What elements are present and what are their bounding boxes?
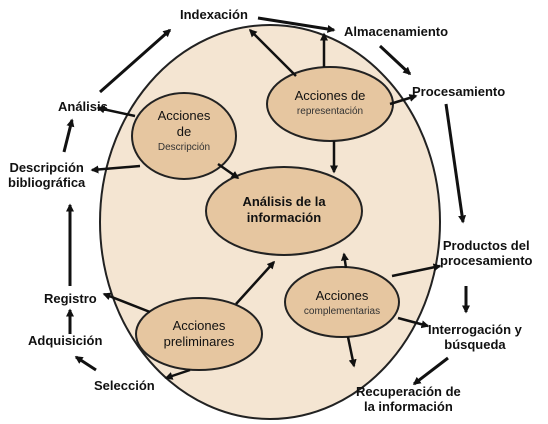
ellipse-acciones-preliminares xyxy=(135,297,263,371)
arrow-complementarias-to-productos xyxy=(391,263,442,278)
arrow-complementarias-to-center xyxy=(340,252,349,269)
label-acciones-preliminares: Acciones preliminares xyxy=(163,318,235,349)
arrow-preliminares-to-seleccion xyxy=(164,368,191,380)
arrow-indexacion-almacenamiento xyxy=(257,16,336,33)
arrow-complementarias-to-recuperacion xyxy=(346,336,357,368)
label-acciones-descripcion: Acciones de Descripción xyxy=(157,108,211,153)
arrow-descripcion-to-bibliografica xyxy=(90,164,141,174)
label-interrogacion-busqueda: Interrogación y búsqueda xyxy=(428,322,522,352)
label-adquisicion: Adquisición xyxy=(28,333,103,348)
label-analisis-informacion: Análisis de la información xyxy=(242,194,326,225)
arrow-procesamiento-productos xyxy=(444,103,467,224)
ellipse-acciones-complementarias xyxy=(284,266,400,338)
ellipse-acciones-descripcion xyxy=(131,92,237,180)
ellipse-analisis-informacion xyxy=(205,166,363,256)
arrow-descripcion-analisis xyxy=(62,118,75,153)
arrow-representacion-to-indexacion xyxy=(248,28,297,77)
arrow-interrogacion-recuperacion xyxy=(412,356,449,386)
arrow-seleccion-adquisicion xyxy=(74,355,97,372)
label-recuperacion-informacion: Recuperación de la información xyxy=(356,384,461,414)
label-registro: Registro xyxy=(44,291,97,306)
arrow-descripcion-to-analisis xyxy=(96,105,136,118)
label-procesamiento: Procesamiento xyxy=(412,84,506,99)
arrow-preliminares-to-center xyxy=(235,260,276,305)
label-productos-procesamiento: Productos del procesamiento xyxy=(440,238,533,268)
arrow-complementarias-to-interrogacion xyxy=(397,316,430,329)
arrow-almacenamiento-procesamiento xyxy=(378,44,412,76)
arrow-descripcion-to-center xyxy=(217,162,240,180)
label-seleccion: Selección xyxy=(94,378,155,393)
label-almacenamiento: Almacenamiento xyxy=(344,24,449,39)
label-acciones-representacion: Acciones de representación xyxy=(294,88,366,117)
arrow-analisis-indexacion xyxy=(99,28,172,94)
label-analisis: Análisis xyxy=(58,99,108,114)
label-acciones-complementarias: Acciones complementarias xyxy=(303,288,381,317)
label-indexacion: Indexación xyxy=(180,7,248,22)
arrow-representacion-to-procesamiento xyxy=(389,94,418,106)
label-descripcion-bibliografica: Descripción bibliográfica xyxy=(8,160,86,190)
arrow-preliminares-to-registro xyxy=(102,292,151,314)
